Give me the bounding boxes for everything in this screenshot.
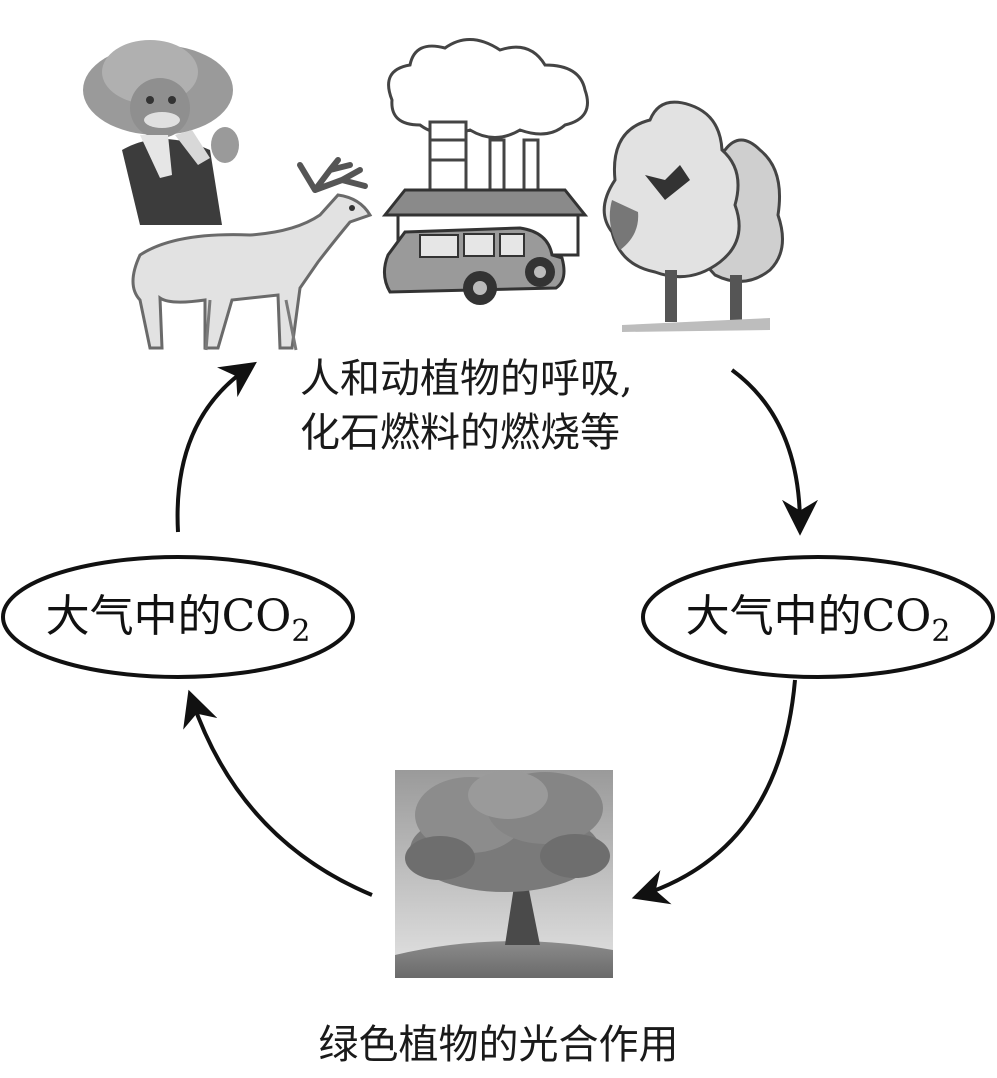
- car-picture: [383, 226, 566, 305]
- right-co2-label: 大气中的CO2: [640, 590, 996, 649]
- right-co2-ellipse: [641, 555, 995, 679]
- sources-caption-line1: 人和动植物的呼吸,: [300, 356, 633, 402]
- arrow-tree-to-left-co2: [183, 689, 373, 897]
- left-co2-label: 大气中的CO2: [0, 590, 356, 649]
- big-tree-picture: [395, 770, 613, 978]
- arrow-left-co2-to-sources: [175, 361, 257, 533]
- sources-caption-line2: 化石燃料的燃烧等: [300, 410, 620, 456]
- left-co2-text: 大气中的CO: [45, 591, 292, 642]
- arrow-right-co2-to-tree: [631, 679, 797, 905]
- right-co2-subscript: 2: [931, 614, 951, 649]
- sources-caption: 人和动植物的呼吸, 化石燃料的燃烧等: [300, 352, 633, 460]
- farmer-picture: [80, 30, 240, 230]
- left-co2-ellipse: [1, 555, 355, 679]
- right-co2-text: 大气中的CO: [685, 591, 932, 642]
- arrow-sources-to-right-co2: [730, 368, 818, 536]
- deer-picture: [131, 157, 373, 351]
- trees-picture: [602, 100, 784, 332]
- factory-picture: [381, 38, 589, 257]
- photosynthesis-caption: 绿色植物的光合作用: [318, 1022, 679, 1068]
- left-co2-subscript: 2: [291, 614, 311, 649]
